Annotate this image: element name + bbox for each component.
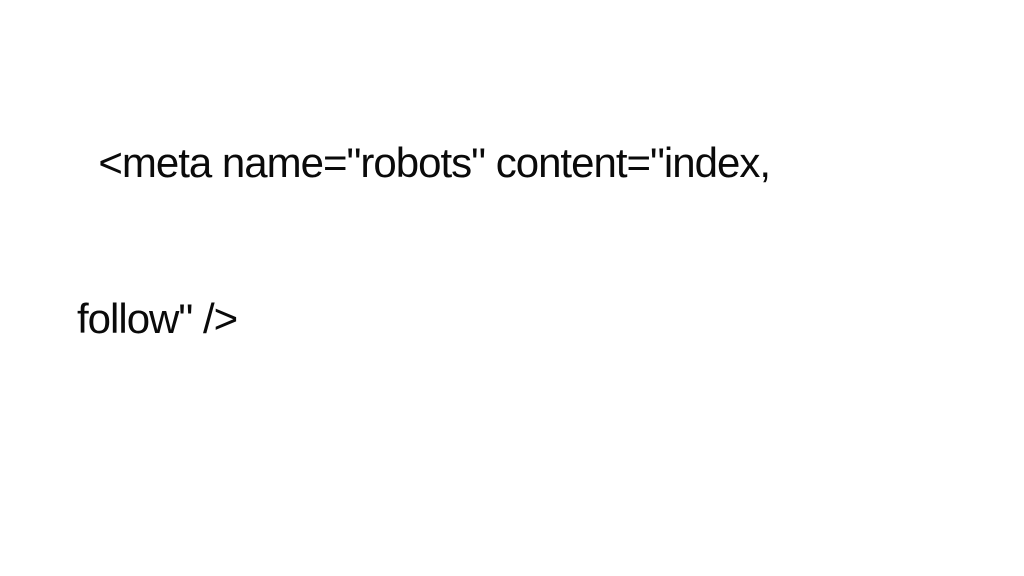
meta-robots-code-text: <meta name="robots" content="index, foll…: [77, 33, 771, 449]
code-line-1: <meta name="robots" content="index,: [77, 139, 771, 186]
code-line-2: follow" />: [77, 295, 238, 342]
